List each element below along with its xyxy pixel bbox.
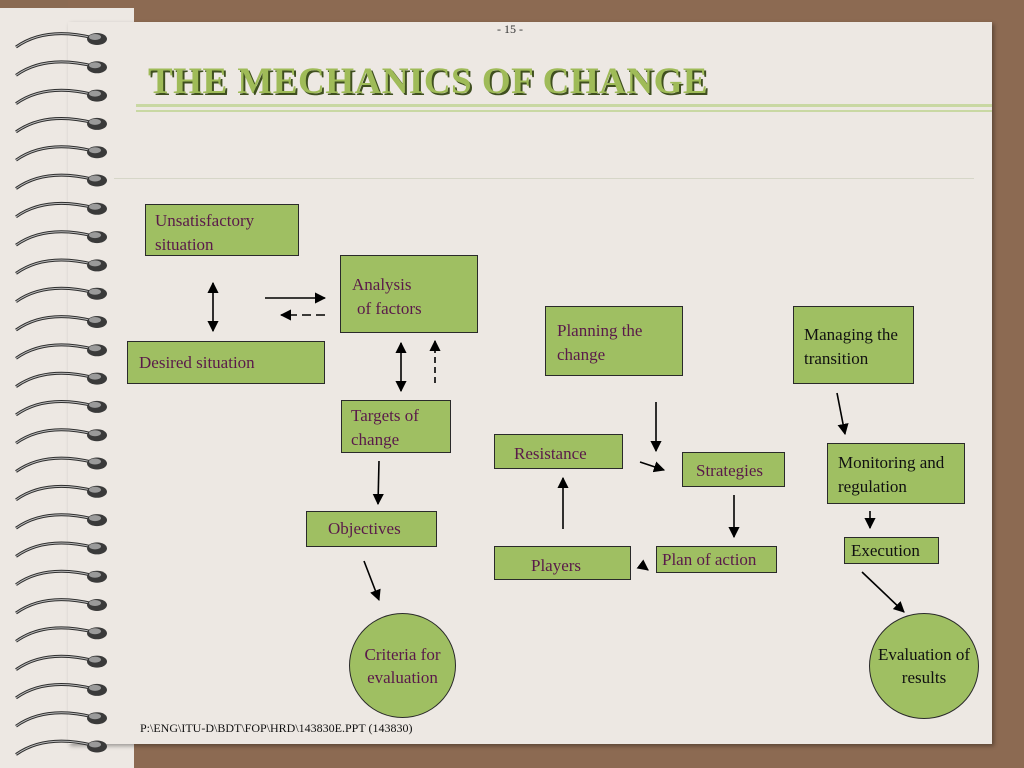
spiral-ring-icon xyxy=(15,145,107,162)
spiral-ring-icon xyxy=(15,32,107,49)
node-unsatisfactory-situation: Unsatisfactory situation xyxy=(145,204,299,256)
spiral-ring-icon xyxy=(15,739,107,756)
spiral-ring-icon xyxy=(15,60,107,77)
spiral-ring-icon xyxy=(15,117,107,134)
node-objectives-label: Objectives xyxy=(328,519,401,538)
node-players: Players xyxy=(494,546,631,580)
node-execution-label: Execution xyxy=(851,541,920,560)
file-path-footer: P:\ENG\ITU-D\BDT\FOP\HRD\143830E.PPT (14… xyxy=(140,721,413,735)
spiral-ring-icon xyxy=(15,343,107,360)
node-evaluation-of-results: Evaluation of results xyxy=(869,613,979,719)
node-criteria-for-evaluation: Criteria for evaluation xyxy=(349,613,456,718)
node-managing-label: Managing the transition xyxy=(804,325,898,368)
spiral-ring-icon xyxy=(15,513,107,530)
node-strategies: Strategies xyxy=(682,452,785,487)
node-players-label: Players xyxy=(531,556,582,575)
arrow-targets-objectives xyxy=(372,460,384,506)
spiral-ring-icon xyxy=(15,201,107,219)
node-unsatisfactory-label: Unsatisfactory situation xyxy=(155,211,255,254)
arrow-resistance-strategies xyxy=(639,461,666,473)
node-targets-label: Targets of change xyxy=(351,406,419,449)
arrow-execution-evaluation xyxy=(861,571,905,613)
arrow-managing-monitoring xyxy=(836,392,849,436)
node-targets-of-change: Targets of change xyxy=(341,400,451,453)
node-analysis-of-factors: Analysis of factors xyxy=(340,255,478,333)
node-monitoring-label: Monitoring and regulation xyxy=(838,453,945,496)
node-resistance: Resistance xyxy=(494,434,623,469)
node-strategies-label: Strategies xyxy=(696,461,764,480)
spiral-ring-icon xyxy=(15,598,107,615)
node-planning-label: Planning the change xyxy=(557,321,643,364)
spiral-ring-icon xyxy=(15,626,107,643)
spiral-ring-icon xyxy=(15,428,107,445)
node-planning-the-change: Planning the change xyxy=(545,306,683,376)
node-analysis-label-line1: Analysis xyxy=(352,275,412,294)
node-execution: Execution xyxy=(844,537,939,564)
node-plan-of-action: Plan of action xyxy=(656,546,777,573)
spiral-ring-icon xyxy=(15,569,107,586)
spiral-binding-icon xyxy=(15,32,107,756)
node-evaluation-label: Evaluation of results xyxy=(877,645,971,687)
node-monitoring-and-regulation: Monitoring and regulation xyxy=(827,443,965,504)
node-analysis-label-line2: of factors xyxy=(357,299,422,318)
spiral-ring-icon xyxy=(15,88,107,105)
spiral-ring-icon xyxy=(15,484,107,502)
node-desired-label: Desired situation xyxy=(139,353,255,372)
node-resistance-label: Resistance xyxy=(514,444,587,463)
arrow-players-plan xyxy=(636,559,649,571)
spiral-ring-icon xyxy=(15,371,107,388)
title-divider-secondary xyxy=(136,110,992,112)
title-divider xyxy=(136,104,992,107)
spiral-ring-icon xyxy=(15,230,107,247)
spiral-ring-icon xyxy=(15,654,107,671)
spiral-ring-icon xyxy=(15,173,107,190)
node-managing-the-transition: Managing the transition xyxy=(793,306,914,384)
page-title: THE MECHANICS OF CHANGE xyxy=(148,61,709,102)
spiral-ring-icon xyxy=(15,400,107,417)
spiral-ring-icon xyxy=(15,541,107,558)
spiral-ring-icon xyxy=(15,683,107,700)
spiral-ring-icon xyxy=(15,315,107,332)
spiral-ring-icon xyxy=(15,258,107,275)
arrow-objectives-criteria xyxy=(363,560,381,602)
node-desired-situation: Desired situation xyxy=(127,341,325,384)
spiral-ring-icon xyxy=(15,456,107,473)
spiral-ring-icon xyxy=(15,286,107,303)
node-criteria-label: Criteria for evaluation xyxy=(364,644,441,687)
node-objectives: Objectives xyxy=(306,511,437,547)
header-divider xyxy=(114,178,974,179)
spiral-ring-icon xyxy=(15,711,107,728)
page-number: - 15 - xyxy=(497,22,523,36)
node-plan-of-action-label: Plan of action xyxy=(662,550,757,569)
